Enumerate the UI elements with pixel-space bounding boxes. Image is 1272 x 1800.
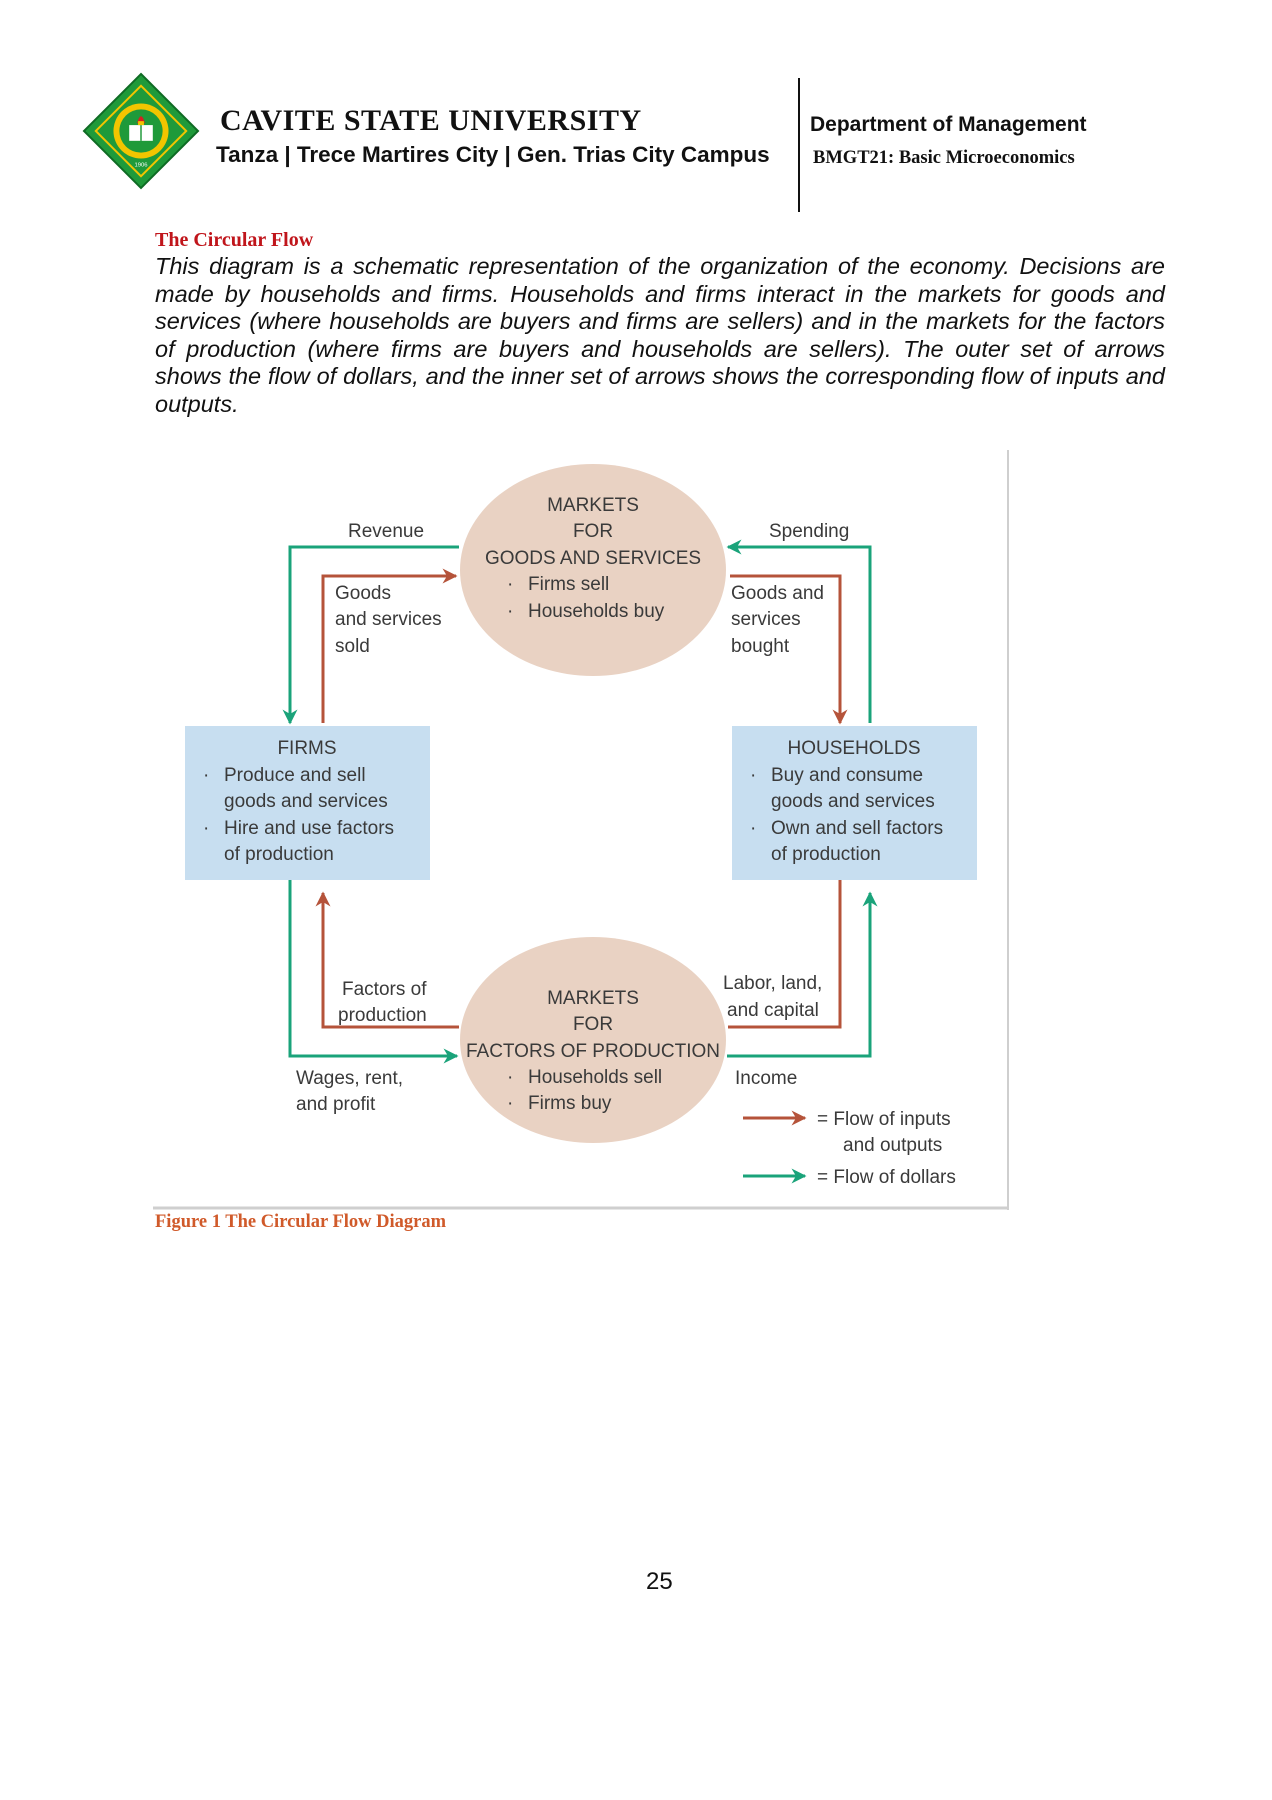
- firms-bullet-line: Produce and sell: [224, 765, 366, 786]
- factor-market-bullet: Firms buy: [528, 1093, 612, 1114]
- intro-paragraph: This diagram is a schematic representati…: [155, 253, 1165, 417]
- wages-label: and profit: [296, 1094, 376, 1115]
- goods-bought-label: bought: [731, 636, 790, 657]
- households-title: HOUSEHOLDS: [787, 738, 920, 759]
- goods-sold-label: Goods: [335, 583, 391, 604]
- revenue-label: Revenue: [348, 521, 424, 542]
- university-name: CAVITE STATE UNIVERSITY: [220, 104, 642, 137]
- department-name: Department of Management: [810, 113, 1087, 136]
- bullet-dot: ·: [507, 574, 513, 595]
- figure-caption: Figure 1 The Circular Flow Diagram: [155, 1212, 447, 1232]
- spending-arrow: [726, 539, 872, 723]
- firms-bullet-line: of production: [224, 844, 334, 865]
- goods-bought-arrow: [730, 574, 848, 725]
- university-logo: 1906: [82, 72, 200, 190]
- firms-bullet-line: goods and services: [224, 791, 388, 812]
- labor-label: and capital: [727, 1000, 819, 1021]
- firms-box: [185, 726, 430, 880]
- section-title: The Circular Flow: [155, 229, 314, 251]
- goods-market-line: MARKETS: [547, 495, 639, 516]
- factor-market-line: FOR: [573, 1014, 613, 1035]
- goods-market-ellipse: [460, 464, 726, 676]
- goods-bought-label: services: [731, 609, 801, 630]
- header-divider: [798, 78, 800, 212]
- revenue-arrow: [282, 545, 459, 725]
- households-box: [732, 726, 977, 880]
- goods-bought-label: Goods and: [731, 583, 824, 604]
- firms-title: FIRMS: [277, 738, 336, 759]
- goods-market-line: GOODS AND SERVICES: [485, 548, 701, 569]
- factors-label: production: [338, 1005, 427, 1026]
- circular-flow-diagram: MARKETS FOR GOODS AND SERVICES · Firms s…: [153, 450, 1009, 1210]
- labor-label: Labor, land,: [723, 973, 822, 994]
- bullet-dot: ·: [203, 818, 209, 839]
- goods-market-line: FOR: [573, 521, 613, 542]
- firms-bullet-line: Hire and use factors: [224, 818, 394, 839]
- page-number: 25: [646, 1568, 673, 1595]
- goods-sold-label: sold: [335, 636, 370, 657]
- bullet-dot: ·: [507, 1067, 513, 1088]
- spending-label: Spending: [769, 521, 849, 542]
- course-title: BMGT21: Basic Microeconomics: [813, 148, 1075, 168]
- income-arrow: [727, 891, 878, 1058]
- bullet-dot: ·: [507, 601, 513, 622]
- factor-market-ellipse: [460, 937, 726, 1143]
- households-bullet-line: Own and sell factors: [771, 818, 943, 839]
- logo-year: 1906: [134, 162, 148, 168]
- legend-inputs-label: and outputs: [843, 1135, 942, 1156]
- goods-market-bullet: Firms sell: [528, 574, 609, 595]
- households-bullet-line: goods and services: [771, 791, 935, 812]
- bullet-dot: ·: [203, 765, 209, 786]
- income-label: Income: [735, 1068, 797, 1089]
- bullet-dot: ·: [750, 818, 756, 839]
- factor-market-bullet: Households sell: [528, 1067, 662, 1088]
- factor-market-line: FACTORS OF PRODUCTION: [466, 1041, 720, 1062]
- goods-sold-label: and services: [335, 609, 442, 630]
- labor-arrow: [728, 877, 842, 1029]
- goods-sold-arrow: [321, 568, 458, 723]
- legend-dollars-label: = Flow of dollars: [817, 1167, 956, 1188]
- households-bullet-line: of production: [771, 844, 881, 865]
- wages-arrow: [288, 877, 459, 1064]
- bullet-dot: ·: [507, 1093, 513, 1114]
- factor-market-line: MARKETS: [547, 988, 639, 1009]
- factors-arrow: [315, 891, 459, 1029]
- bullet-dot: ·: [750, 765, 756, 786]
- goods-market-bullet: Households buy: [528, 601, 665, 622]
- campus-name: Tanza | Trece Martires City | Gen. Trias…: [216, 142, 770, 167]
- legend-inputs-label: = Flow of inputs: [817, 1109, 951, 1130]
- factors-label: Factors of: [342, 979, 427, 1000]
- households-bullet-line: Buy and consume: [771, 765, 923, 786]
- wages-label: Wages, rent,: [296, 1068, 403, 1089]
